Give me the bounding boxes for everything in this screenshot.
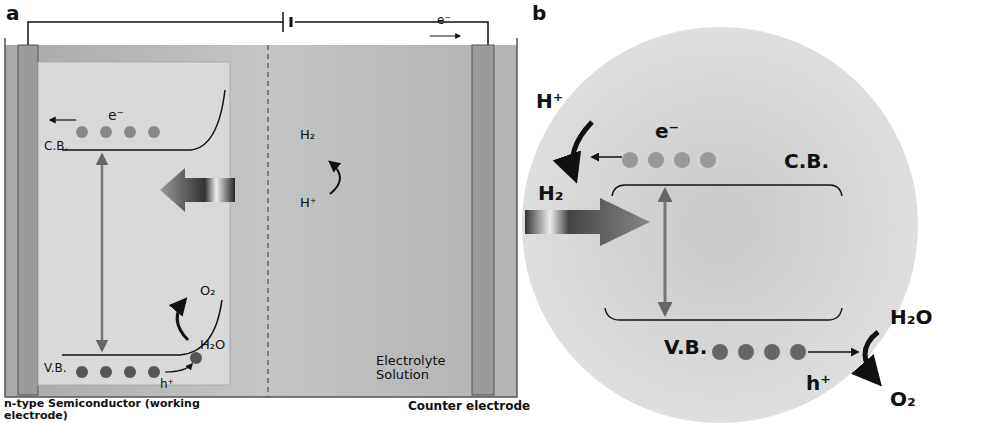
- light-arrow: [160, 168, 235, 212]
- reactant-label: H₂O: [890, 306, 933, 328]
- electrode-label: n-type Semiconductor (working electrode): [4, 398, 204, 422]
- valence-band: [62, 300, 222, 355]
- conduction-band: [612, 185, 842, 196]
- oxidation-arrow: [177, 300, 188, 340]
- reduction-arrow: [572, 122, 592, 178]
- beaker: [5, 38, 517, 397]
- oxidation-arrow: [865, 332, 878, 382]
- band-gap-arrow: [101, 155, 104, 350]
- counter-electrode: [472, 45, 494, 395]
- electron-label: e⁻: [655, 120, 679, 142]
- wire: [28, 22, 488, 45]
- reactant-label: H⁺: [536, 90, 563, 112]
- electron-arrow: [592, 156, 622, 158]
- electrons: [76, 126, 160, 138]
- holes: [712, 344, 806, 360]
- band-label: V.B.: [664, 336, 707, 358]
- band-label: C.B.: [784, 150, 829, 172]
- holes: [76, 352, 202, 378]
- valence-band: [605, 308, 842, 320]
- electron-label: e⁻: [437, 14, 451, 27]
- reactant-label: H₂O: [200, 338, 225, 352]
- electrolyte-label: Electrolyte Solution: [376, 354, 466, 383]
- electron-flow-arrow: [430, 36, 460, 37]
- semiconductor: [38, 62, 230, 385]
- band-gap-arrow: [664, 190, 667, 314]
- product-label: H₂: [300, 128, 315, 142]
- hole-label: h⁺: [806, 372, 831, 394]
- conduction-band: [62, 90, 225, 150]
- hole-arrow: [808, 351, 858, 353]
- product-label: O₂: [200, 284, 215, 298]
- electron-arrow: [50, 119, 76, 120]
- band-label: V.B.: [44, 362, 67, 375]
- electrode-label: Counter electrode: [408, 400, 530, 413]
- reactant-label: H⁺: [300, 196, 317, 210]
- hole-label: h⁺: [160, 378, 174, 391]
- product-label: H₂: [538, 182, 564, 204]
- electrolyte: [5, 45, 517, 397]
- electrons: [622, 152, 716, 168]
- battery-symbol: [290, 17, 293, 27]
- light-arrow: [525, 198, 650, 246]
- product-label: O₂: [890, 388, 916, 410]
- battery-symbol: [282, 12, 284, 32]
- reduction-arrow: [330, 162, 340, 194]
- panel-letter: a: [6, 2, 20, 24]
- working-electrode: [18, 45, 38, 395]
- photocatalyst-particle: [522, 27, 918, 423]
- separator: [268, 45, 269, 397]
- panel-letter: b: [532, 2, 546, 24]
- hole-arrow: [165, 364, 192, 372]
- electron-label: e⁻: [108, 108, 124, 123]
- band-label: C.B.: [44, 140, 68, 153]
